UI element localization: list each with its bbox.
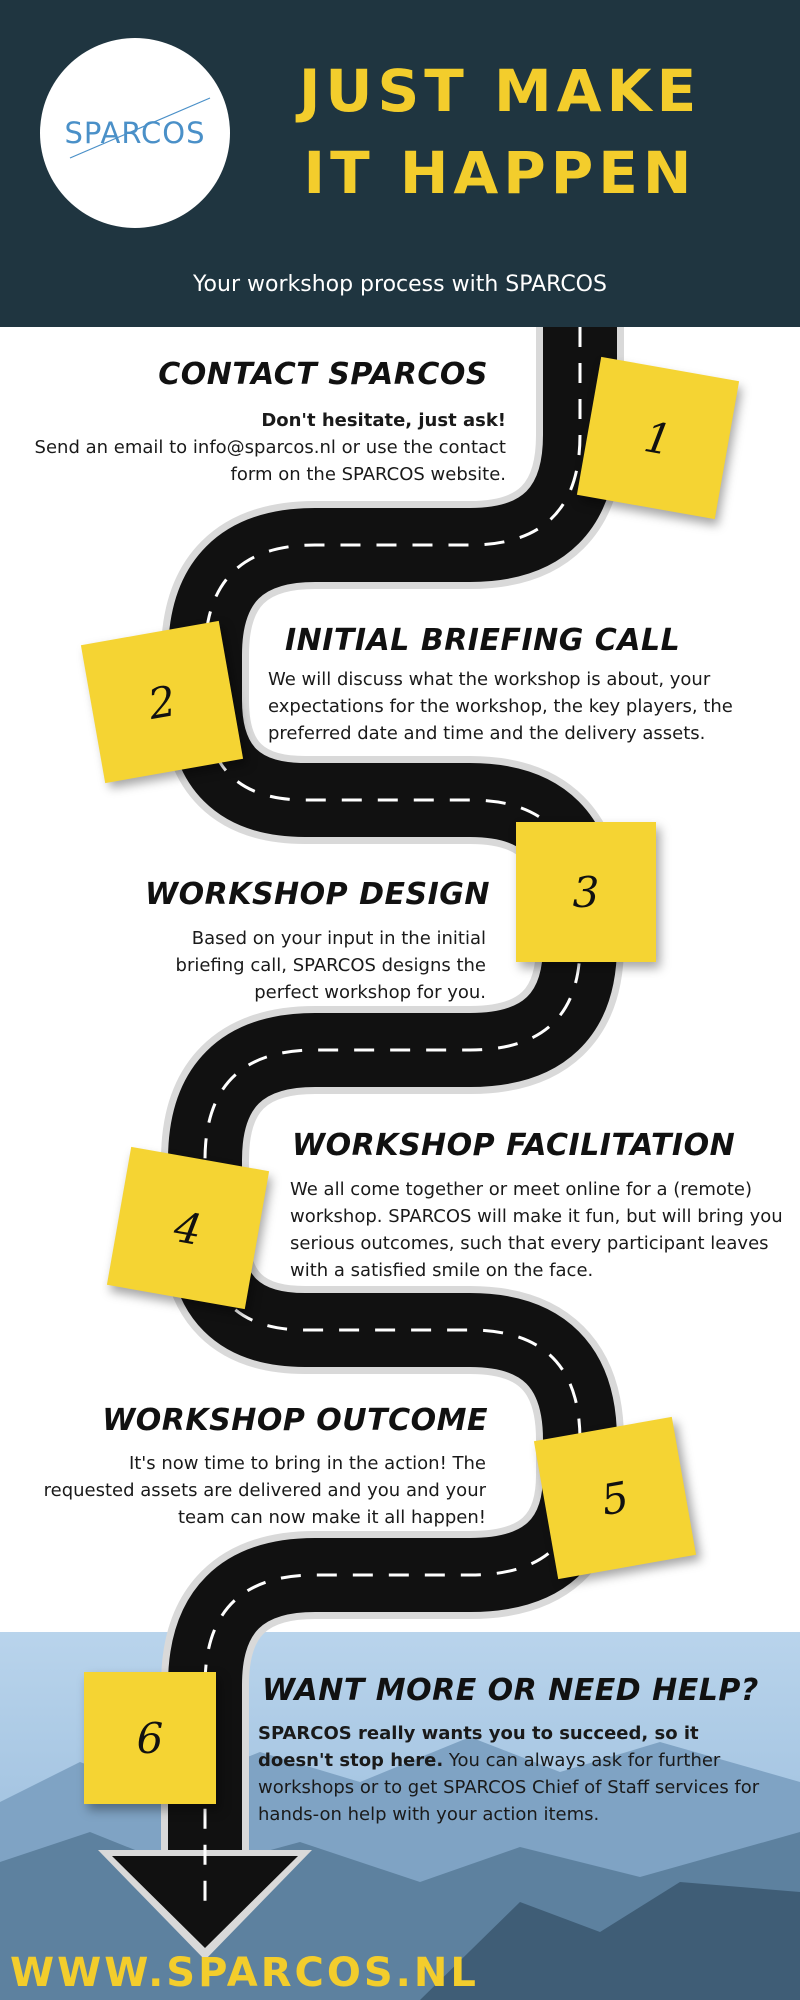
title-line-1: JUST MAKE: [298, 57, 702, 125]
page-subtitle: Your workshop process with SPARCOS: [193, 272, 607, 297]
logo-text: SPARCOS: [64, 116, 206, 150]
header-banner: SPARCOS JUST MAKE IT HAPPEN Your worksho…: [0, 0, 800, 327]
step-4-text: We all come together or meet online for …: [290, 1179, 783, 1281]
step-4-note: 4: [106, 1146, 270, 1310]
step-6-title: WANT MORE OR NEED HELP?: [262, 1673, 759, 1708]
page-title: JUST MAKE IT HAPPEN: [255, 50, 745, 214]
step-6-text: You can always ask for further workshops…: [258, 1750, 760, 1825]
title-line-2: IT HAPPEN: [303, 139, 697, 207]
logo-swoosh-icon: [69, 97, 211, 159]
step-3-title: WORKSHOP DESIGN: [145, 877, 490, 912]
step-1-number: 1: [640, 411, 676, 465]
step-5-note: 5: [533, 1416, 697, 1580]
step-6-text-block: SPARCOS really wants you to succeed, so …: [258, 1720, 768, 1828]
step-2-note: 2: [80, 620, 244, 784]
step-5-text: It's now time to bring in the action! Th…: [43, 1453, 486, 1528]
step-3-number: 3: [572, 867, 600, 917]
step-1-text: Send an email to info@sparcos.nl or use …: [34, 437, 506, 485]
step-5-title: WORKSHOP OUTCOME: [102, 1403, 488, 1438]
step-1-title: CONTACT SPARCOS: [158, 357, 488, 392]
website-link[interactable]: WWW.SPARCOS.NL: [10, 1950, 479, 1996]
logo[interactable]: SPARCOS: [40, 38, 230, 228]
step-1-lead: Don't hesitate, just ask!: [261, 410, 506, 431]
step-6-lead: SPARCOS really wants you to succeed, so …: [258, 1723, 699, 1771]
step-3-note: 3: [516, 822, 656, 962]
step-4-title: WORKSHOP FACILITATION: [292, 1128, 736, 1163]
step-6-number: 6: [136, 1713, 164, 1763]
step-6-note: 6: [84, 1672, 216, 1804]
step-2-text: We will discuss what the workshop is abo…: [268, 669, 733, 744]
step-2-number: 2: [144, 675, 180, 729]
step-2-title: INITIAL BRIEFING CALL: [285, 623, 681, 658]
step-1-note: 1: [576, 356, 740, 520]
step-5-number: 5: [597, 1471, 633, 1525]
step-4-number: 4: [170, 1201, 206, 1255]
step-3-text: Based on your input in the initial brief…: [175, 928, 486, 1003]
